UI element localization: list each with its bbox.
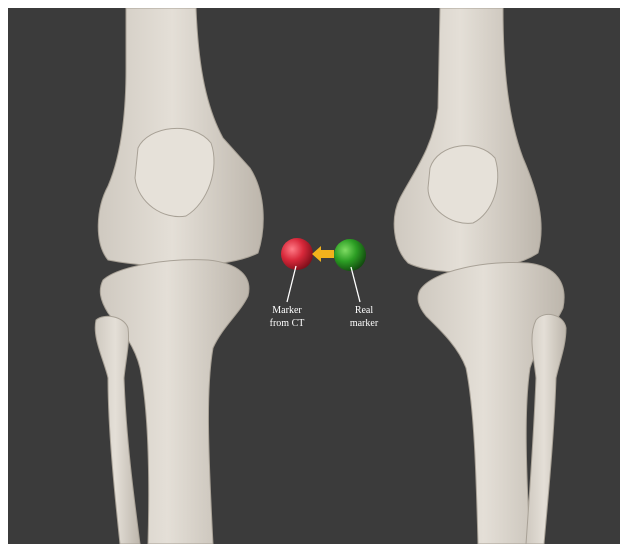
ct-marker-leader [287,266,296,302]
knee-illustration [8,8,620,544]
ct-marker-label: Marker from CT [257,304,317,330]
real-marker-label: Real marker [339,304,389,330]
left-knee-bones [95,8,263,544]
ct-marker-label-line1: Marker [257,304,317,317]
ct-marker-sphere [281,238,313,270]
right-femur [394,8,541,272]
correction-arrow-icon [312,246,334,262]
real-marker-label-line2: marker [339,317,389,330]
right-fibula [526,314,566,544]
right-knee-bones [394,8,566,544]
real-marker-leader [351,267,360,302]
knee-render-scene: Marker from CT Real marker [8,8,620,544]
real-marker-sphere [334,239,366,271]
real-marker-label-line1: Real [339,304,389,317]
ct-marker-label-line2: from CT [257,317,317,330]
